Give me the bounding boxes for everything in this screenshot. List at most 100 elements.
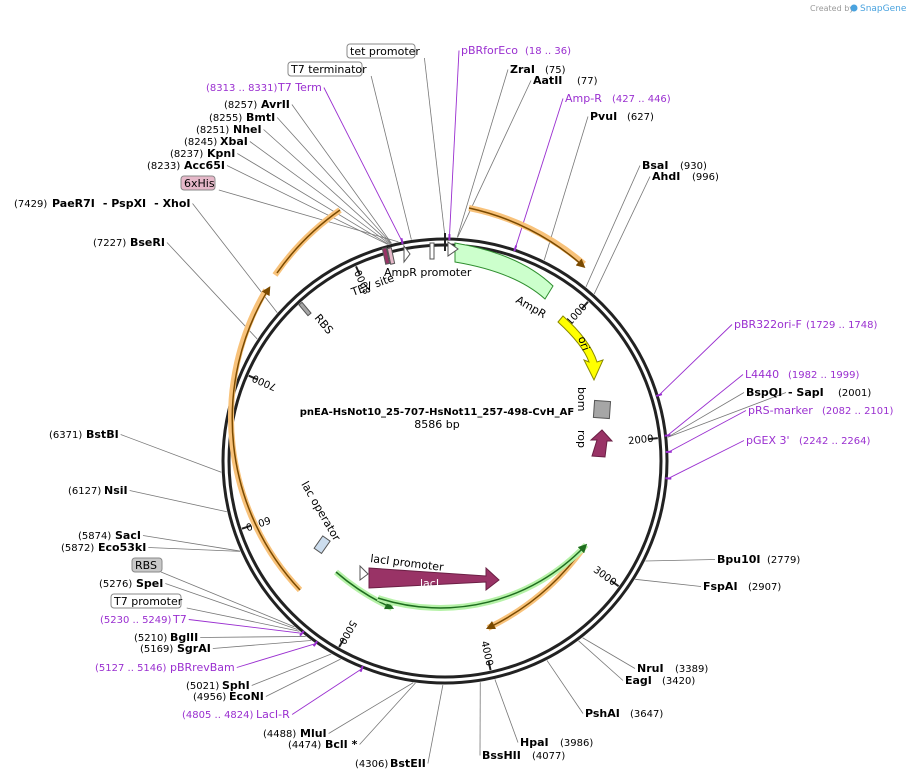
orf-arc-3-halo: [228, 288, 303, 593]
enzyme-leader-line: [635, 578, 702, 587]
primer-leader-line: [668, 440, 745, 479]
primer-mark: [312, 640, 318, 647]
feature-leader-line: [424, 57, 446, 238]
lac-site-box: [429, 242, 435, 260]
primer-pbr322ori-range: (1729 .. 1748): [806, 320, 878, 331]
primer-mark: [400, 238, 404, 245]
enzyme-leader-line: [494, 679, 519, 743]
6xhis-label: 6xHis: [184, 177, 215, 190]
primer-laci-r-range: (4805 .. 4824): [182, 710, 254, 721]
tick-mark: [487, 661, 492, 671]
feature-leader-line: [218, 189, 399, 243]
orf-arc-3: [231, 286, 301, 591]
enzyme-leader-line: [251, 653, 332, 686]
tick-label: 3000: [591, 565, 618, 589]
enzyme-leader-line: [200, 636, 306, 638]
enzyme-sgrai-label: SgrAI: [177, 642, 211, 655]
enzyme-sphi-pos: (5021): [186, 681, 219, 692]
enzyme-bcli-label: BclI *: [325, 738, 358, 751]
brand-created-by: Created by: [810, 4, 854, 13]
enzyme-bglii-label: BglII: [170, 631, 198, 644]
enzyme-bpu10i-label: Bpu10I: [717, 553, 761, 566]
enzyme-leader-line: [212, 640, 312, 649]
enzyme-kpni-pos: (8237): [170, 149, 203, 160]
enzyme-xbai-label: XbaI: [220, 135, 248, 148]
feature-leader-line: [370, 75, 412, 240]
enzyme-paer7i-label: PaeR7I- PspXI- XhoI: [52, 197, 191, 210]
orf-arc-2-halo: [272, 207, 342, 277]
tev-site-box: [381, 247, 391, 265]
plasmid-size: 8586 bp: [414, 418, 459, 431]
enzyme-pvui-pos: (627): [627, 112, 654, 123]
enzyme-ahdi-pos: (996): [692, 172, 719, 183]
enzyme-pshai-label: PshAI: [585, 707, 620, 720]
primer-prs-marker-label: pRS-marker: [748, 404, 813, 417]
tick-mark: [248, 374, 258, 381]
primer-leader-line: [668, 410, 747, 453]
primer-t7term-range: (8313 .. 8331): [206, 83, 278, 94]
enzyme-sgrai-pos: (5169): [140, 644, 173, 655]
primer-ampr-range: (427 .. 446): [612, 94, 671, 105]
tet-promoter-box: [346, 43, 416, 59]
enzyme-xbai-pos: (8245): [184, 137, 217, 148]
enzyme-kpni-label: KpnI: [207, 147, 235, 160]
primer-laci-r-label: LacI-R: [256, 708, 290, 721]
enzyme-leader-line: [237, 153, 389, 245]
rbs-box-label: [131, 557, 163, 573]
tick-label: 4000: [478, 640, 494, 667]
ori-label: ori: [575, 335, 592, 353]
backbone-outer-ring: [221, 237, 669, 685]
enzyme-eco53ki-pos: (5872): [61, 543, 94, 554]
enzyme-aatii-pos: (77): [577, 76, 598, 87]
enzyme-avrii-label: AvrII: [261, 98, 290, 111]
primer-leader-line: [323, 87, 403, 242]
feature-leader-line: [186, 607, 300, 632]
enzyme-leader-line: [249, 141, 390, 245]
ampr-promoter-arrow: [447, 241, 459, 257]
primer-leader-line: [188, 619, 302, 634]
enzyme-acc65i-pos: (8233): [147, 161, 180, 172]
enzyme-leader-line: [546, 660, 584, 714]
brand-name: SnapGene: [860, 4, 907, 14]
enzyme-sphi-label: SphI: [222, 679, 250, 692]
enzyme-bmti-pos: (8255): [209, 113, 242, 124]
enzyme-bseri-pos: (7227): [93, 238, 126, 249]
primer-mark: [359, 665, 364, 673]
primer-mark: [513, 245, 518, 252]
enzyme-bsai-label: BsaI: [642, 159, 668, 172]
leader-lines: [120, 50, 787, 764]
orf-arcs: [228, 205, 589, 631]
enzyme-eagi-pos: (3420): [662, 676, 695, 687]
enzyme-leader-line: [291, 104, 392, 244]
rbs-box: [298, 301, 312, 317]
primer-leader-line: [291, 668, 362, 715]
enzyme-bcli-pos: (4474): [288, 740, 321, 751]
enzyme-leader-line: [593, 176, 651, 295]
6xhis-box: [180, 175, 216, 191]
enzyme-leader-line: [427, 684, 444, 764]
primer-leader-line: [667, 374, 744, 436]
primer-pbrrevbam-range: (5127 .. 5146): [95, 663, 167, 674]
enzyme-bstbi-pos: (6371): [49, 430, 82, 441]
enzyme-pvui-label: PvuI: [590, 110, 617, 123]
enzyme-leader-line: [667, 392, 745, 438]
enzyme-leader-line: [276, 117, 392, 244]
enzyme-saci-label: SacI: [115, 529, 141, 542]
enzyme-mlui-label: MluI: [300, 727, 327, 740]
enzyme-econi-pos: (4956): [193, 692, 226, 703]
bom-box: [592, 399, 612, 420]
enzyme-zrai-label: ZraI: [510, 63, 535, 76]
laci-arrow: [368, 566, 500, 592]
enzyme-aatii-label: AatII: [533, 74, 562, 87]
enzyme-leader-line: [359, 682, 416, 745]
enzyme-leader-line: [543, 116, 589, 261]
enzyme-zrai-pos: (75): [545, 65, 566, 76]
enzyme-eagi-label: EagI: [625, 674, 652, 687]
tick-mark: [355, 265, 361, 275]
enzyme-leader-line: [667, 392, 787, 438]
primer-l4440-range: (1982 .. 1999): [788, 370, 860, 381]
enzyme-fspai-label: FspAI: [703, 580, 738, 593]
enzyme-bmti-label: BmtI: [246, 111, 275, 124]
enzyme-bpu10i-pos: (2779): [767, 555, 800, 566]
enzyme-bsteii-pos: (4306): [355, 759, 388, 770]
